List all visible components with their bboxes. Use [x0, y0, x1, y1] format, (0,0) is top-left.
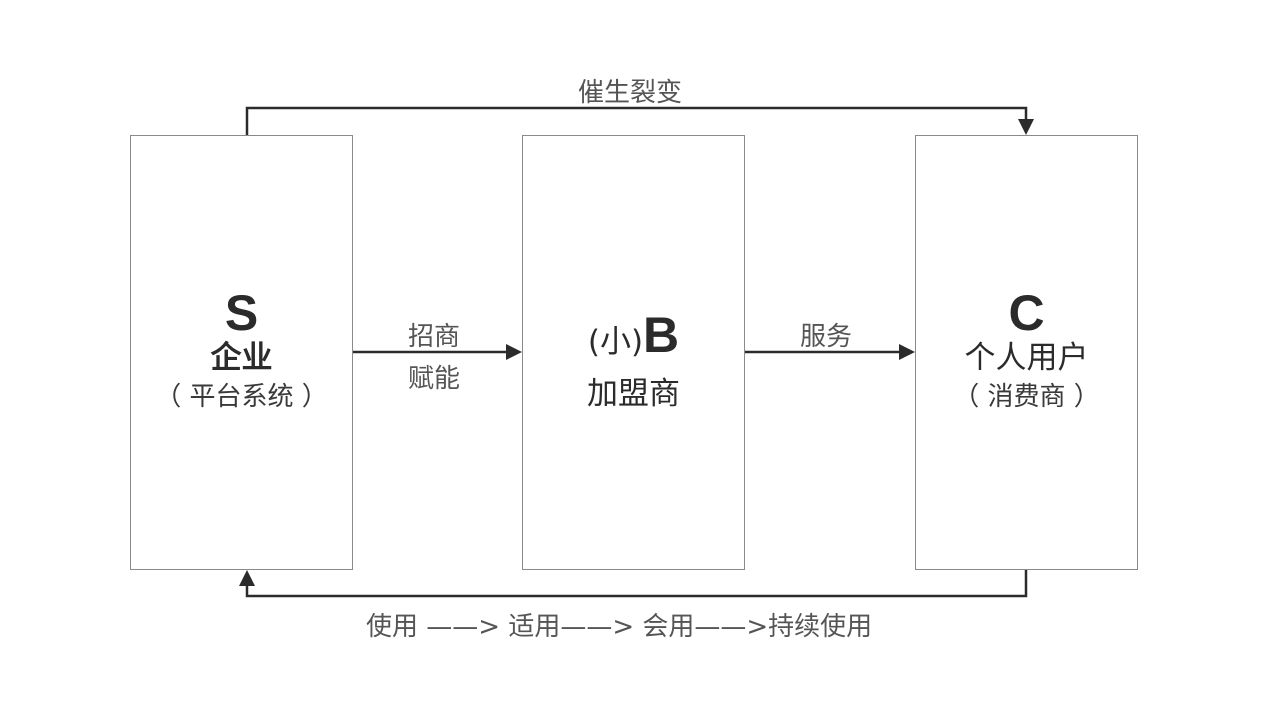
- node-c-name: 个人用户: [964, 340, 1089, 376]
- node-b-name: 加盟商: [587, 376, 680, 412]
- node-c-individual: C 个人用户 （ 消费商 ）: [915, 135, 1138, 570]
- node-s-enterprise: S 企业 （ 平台系统 ）: [130, 135, 353, 570]
- edge-s-b-label-bottom: 赋能: [408, 364, 461, 394]
- node-s-letter: S: [224, 285, 259, 341]
- arrow-c-to-s-bottom-head: [239, 570, 255, 586]
- node-b-content: (小)B 加盟商: [523, 308, 744, 414]
- arrow-s-to-c-top-line: [245, 106, 1028, 135]
- edge-bottom-loop-label: 使用 ——> 适用——> 会用——>持续使用: [366, 612, 873, 642]
- arrow-s-to-c-top-head: [1018, 119, 1034, 135]
- node-s-name: 企业: [210, 340, 273, 376]
- node-b-letter: B: [643, 307, 680, 363]
- arrow-s-to-b-head: [506, 344, 522, 360]
- node-b-heading: (小)B: [523, 308, 744, 374]
- node-s-subtitle: （ 平台系统 ）: [155, 382, 328, 412]
- edge-s-b-label-top: 招商: [408, 322, 461, 352]
- node-b-franchisee: (小)B 加盟商: [522, 135, 745, 570]
- node-c-subtitle: （ 消费商 ）: [953, 382, 1100, 412]
- node-c-letter: C: [1008, 285, 1045, 341]
- node-c-content: C 个人用户 （ 消费商 ）: [916, 288, 1137, 416]
- edge-b-c-label: 服务: [800, 322, 853, 352]
- arrow-c-to-s-bottom-line: [245, 570, 1028, 598]
- node-s-content: S 企业 （ 平台系统 ）: [131, 288, 352, 416]
- edge-top-loop-label: 催生裂变: [578, 78, 683, 108]
- arrow-b-to-c-head: [899, 344, 915, 360]
- node-b-prefix: (小): [587, 324, 644, 360]
